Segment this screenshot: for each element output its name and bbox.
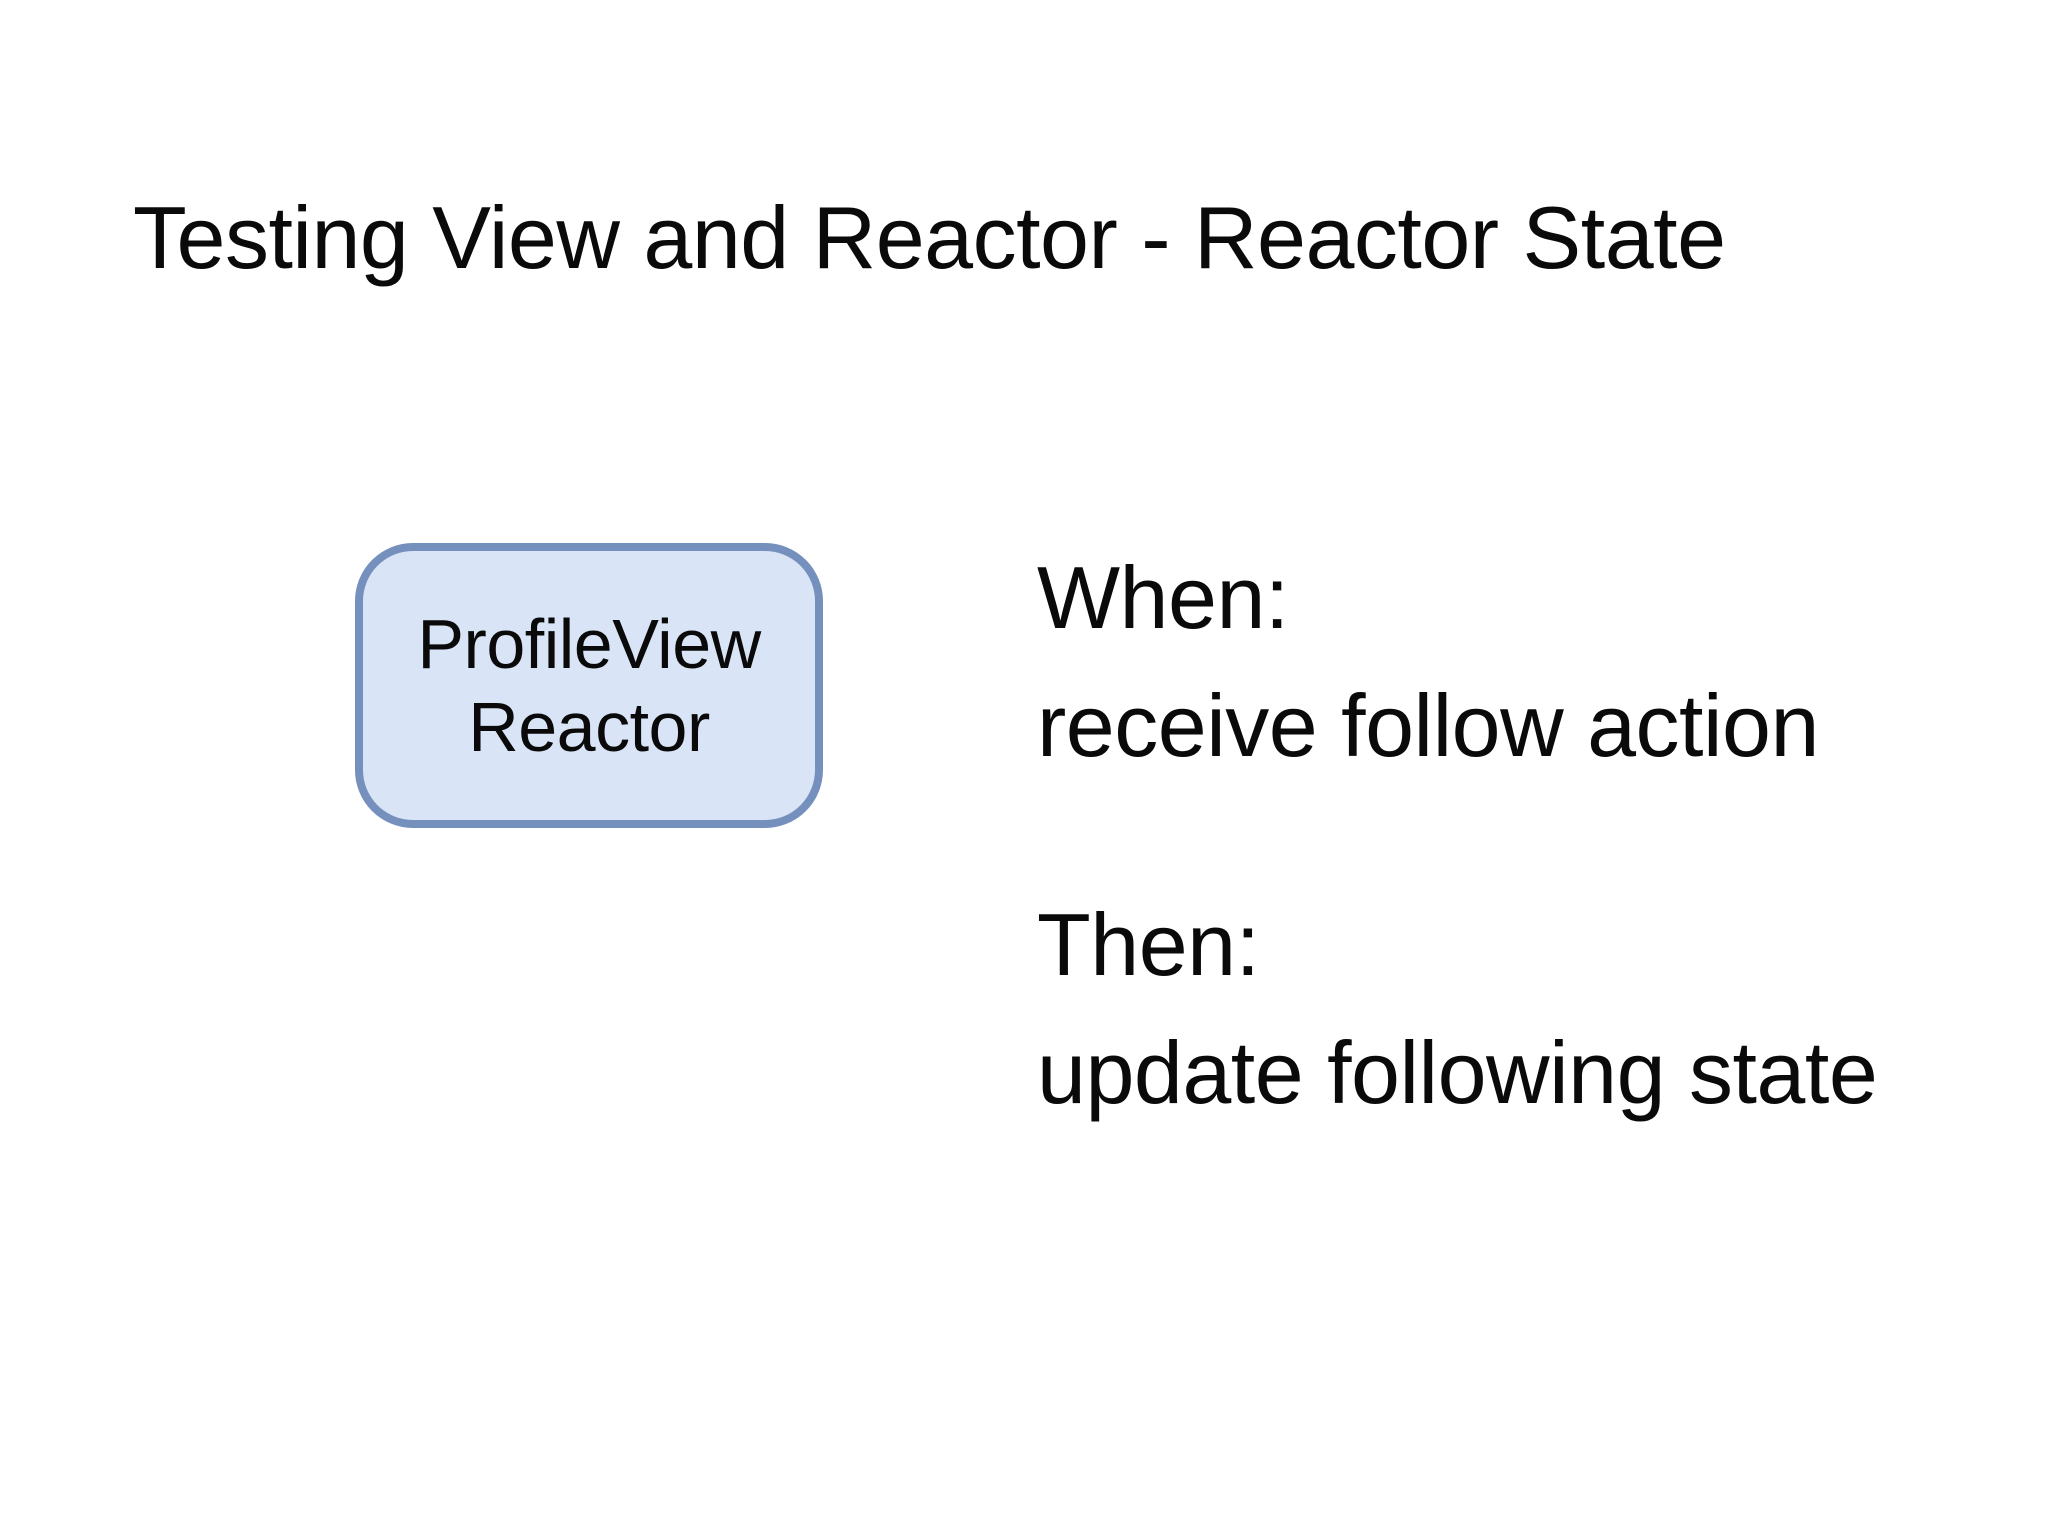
node-label-line-1: ProfileView (417, 604, 761, 683)
profile-view-reactor-node: ProfileView Reactor (355, 543, 823, 828)
node-label: ProfileView Reactor (417, 603, 761, 768)
when-text-block: When: receive follow action (1037, 534, 1819, 789)
node-label-line-2: Reactor (468, 687, 710, 766)
then-heading: Then: (1037, 895, 1260, 994)
slide-title: Testing View and Reactor - Reactor State (133, 187, 1726, 287)
then-text-block: Then: update following state (1037, 881, 1878, 1136)
when-heading: When: (1037, 548, 1289, 647)
when-body: receive follow action (1037, 675, 1819, 775)
then-body: update following state (1037, 1022, 1878, 1122)
